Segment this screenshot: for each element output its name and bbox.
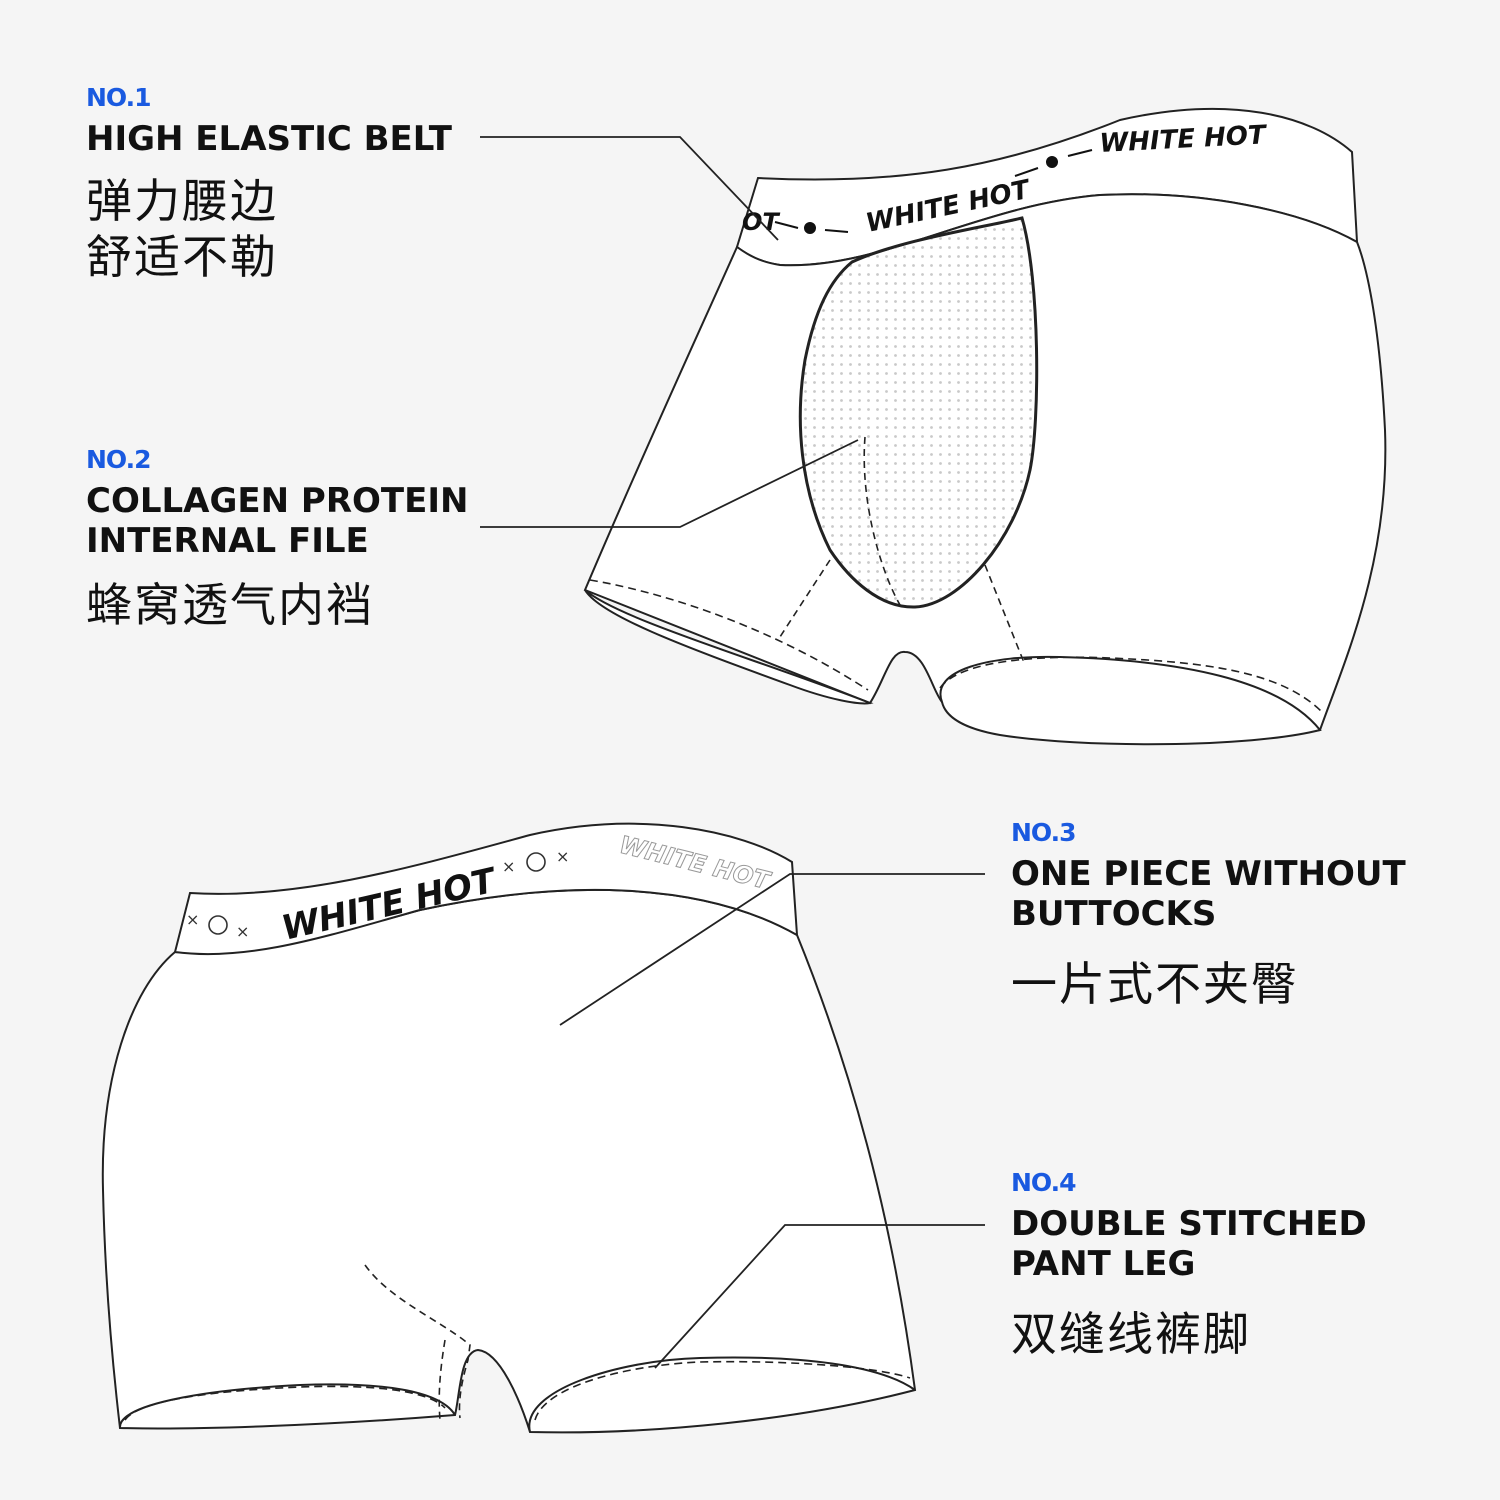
feature-2: NO.2 COLLAGEN PROTEIN INTERNAL FILE 蜂窝透气… xyxy=(86,445,468,633)
front-right-leg-opening xyxy=(939,655,1322,746)
feature-2-subtitle: 蜂窝透气内裆 xyxy=(86,578,374,632)
back-waistband xyxy=(173,822,799,956)
svg-text:×: × xyxy=(502,857,515,876)
mesh-pouch xyxy=(798,216,1039,609)
leader-line-2 xyxy=(480,439,859,528)
leader-line-1 xyxy=(480,136,779,241)
feature-1: NO.1 HIGH ELASTIC BELT 弹力腰边 舒适不勒 xyxy=(86,83,452,285)
feature-3-number: NO.3 xyxy=(1011,818,1077,847)
feature-1-subtitle: 弹力腰边 舒适不勒 xyxy=(86,174,278,284)
feature-4-number: NO.4 xyxy=(1011,1168,1077,1197)
back-view-boxer: WHITE HOT WHITE HOT × × × × xyxy=(101,822,917,1434)
feature-3-title: ONE PIECE WITHOUT BUTTOCKS xyxy=(1011,854,1406,934)
feature-3: NO.3 ONE PIECE WITHOUT BUTTOCKS 一片式不夹臀 xyxy=(1011,818,1406,1012)
band-bunny-icon: × × × × xyxy=(186,847,569,941)
front-left-leg-opening xyxy=(584,589,874,705)
feature-4: NO.4 DOUBLE STITCHED PANT LEG 双缝线裤脚 xyxy=(1011,1168,1367,1362)
front-view-boxer: WHITE HOT WHITE HOT OT xyxy=(583,107,1387,746)
feature-3-subtitle: 一片式不夹臀 xyxy=(1011,957,1299,1011)
svg-text:×: × xyxy=(186,910,199,929)
band-logo-icon xyxy=(774,149,1093,234)
leader-line-3 xyxy=(559,873,985,1026)
leader-lines xyxy=(480,136,985,1369)
svg-text:×: × xyxy=(236,922,249,941)
feature-1-title: HIGH ELASTIC BELT xyxy=(86,119,452,159)
back-body xyxy=(101,889,917,1434)
feature-4-subtitle: 双缝线裤脚 xyxy=(1011,1307,1251,1361)
feature-2-title: COLLAGEN PROTEIN INTERNAL FILE xyxy=(86,481,469,561)
feature-1-number: NO.1 xyxy=(86,83,152,112)
feature-4-title: DOUBLE STITCHED PANT LEG xyxy=(1011,1204,1367,1284)
leader-line-4 xyxy=(654,1224,985,1369)
svg-text:×: × xyxy=(556,847,569,866)
feature-2-number: NO.2 xyxy=(86,445,152,474)
